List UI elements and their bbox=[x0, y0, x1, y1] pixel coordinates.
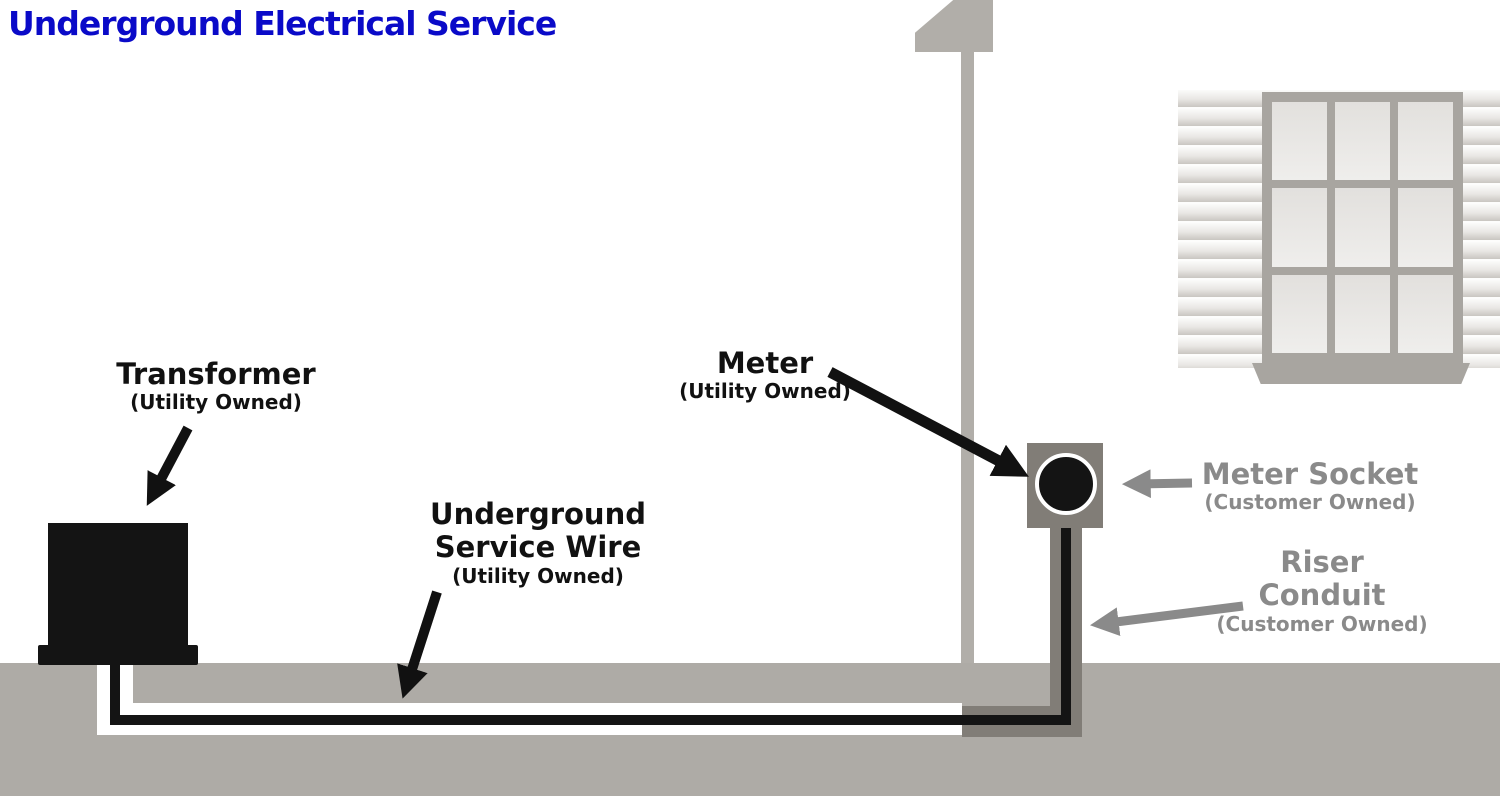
underground-service-wire-label: Underground Service Wire (Utility Owned) bbox=[430, 497, 646, 588]
riser-conduit-label: Riser Conduit (Customer Owned) bbox=[1216, 545, 1428, 636]
meter-label-title: Meter bbox=[716, 346, 814, 380]
transformer-base-pad bbox=[38, 645, 198, 665]
window-pane bbox=[1335, 274, 1390, 353]
meter-socket-label: Meter Socket (Customer Owned) bbox=[1201, 457, 1419, 515]
meter-arrow bbox=[827, 367, 1029, 477]
meter-socket-label-subtitle: (Customer Owned) bbox=[1204, 490, 1416, 515]
riser-conduit bbox=[1050, 528, 1082, 737]
window-pane bbox=[1398, 274, 1453, 353]
riser-conduit-label-subtitle: (Customer Owned) bbox=[1216, 611, 1428, 636]
usw-label-subtitle: (Utility Owned) bbox=[452, 563, 624, 588]
window-pane bbox=[1335, 102, 1390, 181]
window-pane bbox=[1272, 274, 1327, 353]
service-mast-pole bbox=[961, 48, 974, 663]
transformer-arrow bbox=[146, 425, 193, 506]
service-mast-cap bbox=[915, 0, 993, 52]
window-pane bbox=[1398, 188, 1453, 267]
window-pane bbox=[1398, 102, 1453, 181]
transformer bbox=[48, 523, 188, 645]
transformer-label-subtitle: (Utility Owned) bbox=[130, 390, 302, 415]
meter-socket-arrow bbox=[1121, 469, 1193, 499]
window-pane bbox=[1272, 102, 1327, 181]
usw-label-line2: Service Wire bbox=[434, 530, 642, 565]
meter-label: Meter (Utility Owned) bbox=[679, 346, 851, 404]
window-sill bbox=[1252, 363, 1470, 384]
transformer-label: Transformer (Utility Owned) bbox=[116, 357, 316, 415]
trench-channel-horizontal bbox=[97, 703, 962, 735]
page-title: Underground Electrical Service bbox=[8, 4, 557, 43]
meter-socket-label-title: Meter Socket bbox=[1201, 457, 1419, 491]
window-pane bbox=[1272, 188, 1327, 267]
transformer-label-title: Transformer bbox=[116, 357, 316, 391]
riser-conduit-label-line2: Conduit bbox=[1258, 578, 1386, 613]
meter bbox=[1035, 453, 1097, 515]
riser-conduit-label-line1: Riser bbox=[1280, 545, 1364, 579]
usw-label-line1: Underground bbox=[430, 497, 646, 531]
house-window bbox=[1262, 92, 1463, 363]
meter-label-subtitle: (Utility Owned) bbox=[679, 379, 851, 404]
window-pane bbox=[1335, 188, 1390, 267]
